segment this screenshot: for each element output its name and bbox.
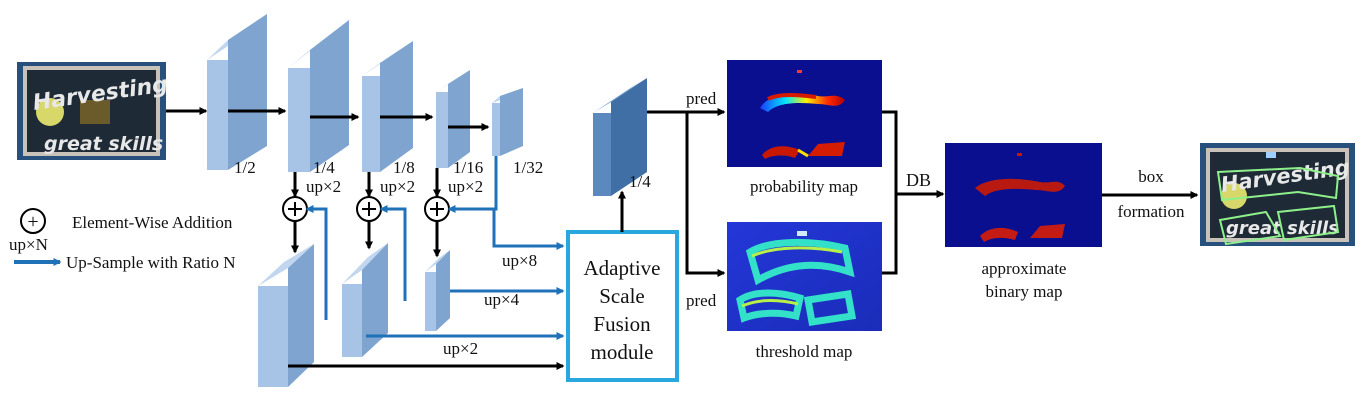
backbone-feature-1-2 (207, 14, 267, 170)
add-node-3 (424, 196, 450, 222)
legend-upsample-text: Up-Sample with Ratio N (66, 253, 236, 272)
label-box: box (1138, 167, 1164, 186)
legend-add-symbol: + (20, 208, 46, 234)
output-sign-text-2: great skills (1226, 218, 1339, 239)
detected-box-1 (1216, 166, 1340, 202)
label-binary-line2: binary map (986, 282, 1063, 301)
backbone-feature-1-4 (288, 20, 349, 172)
asf-label-line2: Scale (599, 284, 644, 308)
asf-label-line1: Adaptive (584, 256, 661, 280)
pyramid-feature-p4 (425, 250, 450, 331)
detected-box-2 (1218, 210, 1282, 246)
label-threshold-map: threshold map (756, 342, 853, 361)
input-image: Harvesting great skills (17, 62, 169, 160)
input-sign-text-2: great skills (44, 133, 163, 155)
pyramid-feature-p2 (258, 244, 314, 387)
arrow-to-threshold (685, 112, 726, 277)
label-up-x8: up×8 (502, 251, 537, 270)
adaptive-scale-fusion-module: Adaptive Scale Fusion module (566, 230, 679, 382)
label-scale-1-4: 1/4 (313, 158, 335, 177)
label-fused-scale: 1/4 (629, 172, 651, 191)
label-binary-line1: approximate (982, 259, 1067, 278)
backbone-feature-1-16 (436, 70, 470, 168)
label-up-x4: up×4 (484, 290, 520, 309)
label-db: DB (906, 170, 931, 190)
backbone-feature-1-32 (492, 88, 523, 156)
backbone-feature-1-8 (362, 41, 413, 172)
label-formation: formation (1117, 202, 1185, 221)
detected-box-3 (1276, 204, 1340, 242)
arrow-up-x8 (492, 209, 565, 250)
db-merge-bracket (882, 110, 898, 275)
approximate-binary-map-image (945, 143, 1102, 247)
arrow-p3-to-add1 (305, 205, 328, 320)
label-up-x2-a: up×2 (306, 177, 341, 196)
legend-plus-text: + (27, 211, 38, 233)
probability-map-image (727, 60, 882, 167)
asf-label-line3: Fusion (593, 312, 651, 336)
threshold-map-image (727, 222, 882, 331)
label-pred-top: pred (686, 89, 717, 108)
legend-element-wise-text: Element-Wise Addition (72, 213, 233, 232)
label-scale-1-32: 1/32 (513, 158, 543, 177)
label-up-x2-b: up×2 (380, 177, 415, 196)
pyramid-feature-p3 (342, 243, 388, 357)
label-scale-1-16: 1/16 (453, 158, 483, 177)
label-up-x2-bottom: up×2 (443, 339, 478, 358)
output-image: Harvesting great skills (1200, 143, 1355, 246)
arrow-c5-to-add3 (447, 156, 498, 213)
label-probability-map: probability map (750, 177, 858, 196)
legend: + Element-Wise Addition up×N Up-Sample w… (9, 208, 236, 272)
label-pred-bottom: pred (686, 291, 717, 310)
legend-upn-text: up×N (9, 235, 48, 254)
fused-feature-map (593, 78, 647, 196)
label-scale-1-8: 1/8 (393, 158, 415, 177)
add-node-1 (282, 196, 308, 222)
arrow-p4-to-add2 (379, 205, 407, 301)
add-node-2 (356, 196, 382, 222)
label-scale-1-2: 1/2 (234, 158, 256, 177)
label-up-x2-c: up×2 (448, 177, 483, 196)
asf-label-line4: module (591, 340, 654, 364)
